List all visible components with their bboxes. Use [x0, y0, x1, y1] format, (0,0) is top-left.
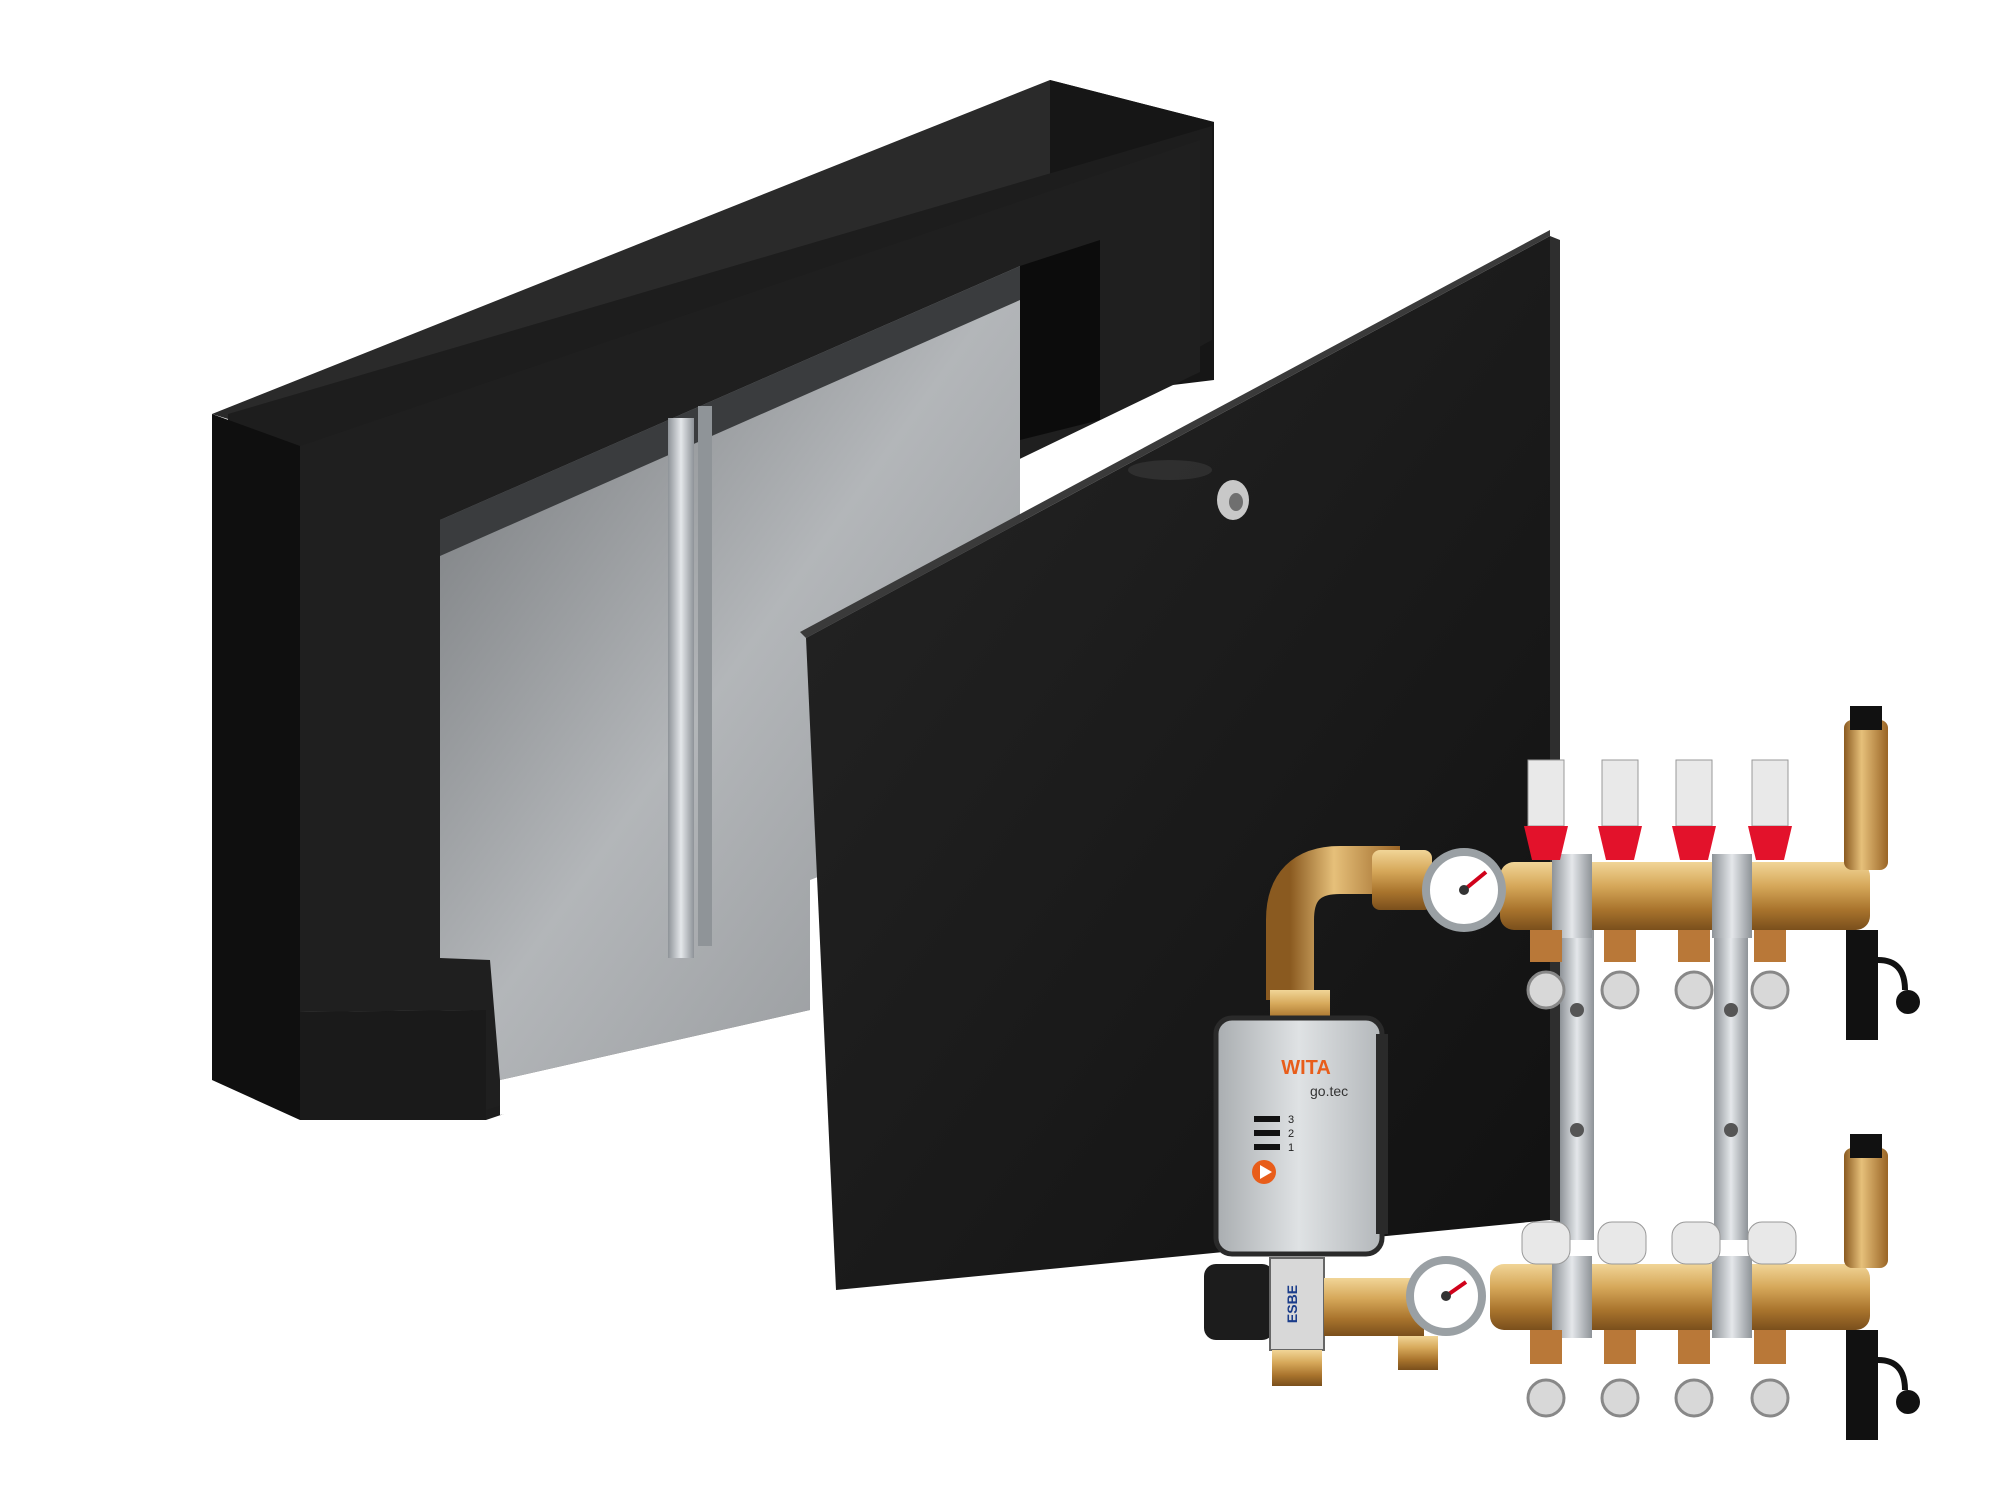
bracket-hole: [1724, 1123, 1738, 1137]
manifold-bracket-right: [1714, 900, 1748, 1240]
flowmeter: [1598, 759, 1642, 860]
mixing-valve-fitting: [1272, 1350, 1322, 1386]
pump-model-label: go.tec: [1310, 1083, 1348, 1099]
thermometer-hub: [1441, 1291, 1451, 1301]
top-manifold-bar: [1500, 862, 1870, 930]
bracket-hole: [1570, 1003, 1584, 1017]
top-outlets: [1526, 930, 1790, 1010]
flowmeters: [1524, 759, 1792, 860]
door-edge-right: [1550, 236, 1560, 1222]
door-lock-core: [1229, 493, 1243, 511]
drain-valve-bottom: [1846, 1330, 1878, 1440]
air-vent-cap-bottom: [1850, 1134, 1882, 1158]
pump-speed-2: 2: [1288, 1128, 1294, 1140]
flowmeter: [1672, 759, 1716, 860]
drain-cap-top: [1896, 990, 1920, 1014]
cabinet-left-side: [212, 414, 486, 1120]
clamp: [1552, 1256, 1592, 1338]
cabinet-mounting-rail-2: [698, 406, 712, 946]
air-vent-top: [1844, 720, 1888, 870]
air-vent-cap-top: [1850, 706, 1882, 730]
flowmeter: [1524, 759, 1568, 860]
pump-body: [1213, 1015, 1385, 1257]
drain-valve-top: [1846, 930, 1878, 1040]
pump-speed-indicators: 3 2 1: [1254, 1114, 1294, 1154]
pump-speed-1: 1: [1288, 1142, 1294, 1154]
drain-cap-cord-bottom: [1877, 1357, 1908, 1391]
air-vent-bottom: [1844, 1148, 1888, 1268]
bracket-hole: [1570, 1123, 1584, 1137]
clamp: [1712, 1256, 1752, 1338]
mixing-valve: ESBE: [1204, 1257, 1325, 1386]
mixing-valve-body: [1269, 1257, 1325, 1351]
pump-speed-3: 3: [1288, 1114, 1294, 1126]
bottom-outlets: [1526, 1330, 1790, 1418]
manifold-bracket-left: [1560, 900, 1594, 1240]
cabinet-bottom-rim: [300, 1010, 486, 1120]
clamp: [1552, 854, 1592, 938]
pump-play-triangle: [1260, 1165, 1272, 1179]
mixing-valve-brand: ESBE: [1284, 1285, 1300, 1323]
manifold-assembly: WITA go.tec 3 2 1 ESBE: [1204, 706, 1920, 1440]
circulation-pump: WITA go.tec 3 2 1: [1213, 990, 1388, 1257]
valve-caps: [1521, 1221, 1797, 1265]
bottom-manifold-bar: [1490, 1264, 1870, 1330]
cabinet-inner-recess: [1020, 240, 1100, 440]
cabinet: [212, 80, 1214, 1120]
pump-brand-label: WITA: [1281, 1057, 1331, 1079]
supply-elbow-pipe: [1266, 846, 1400, 1000]
flowmeter: [1748, 759, 1792, 860]
cabinet-mounting-rail: [668, 418, 694, 958]
supply-union: [1372, 850, 1432, 910]
mixing-valve-actuator: [1204, 1264, 1274, 1340]
door-edge-top: [800, 230, 1550, 638]
door-lock-glint: [1128, 460, 1212, 480]
cabinet-bottom-opening: [500, 1010, 810, 1115]
bracket-hole: [1724, 1003, 1738, 1017]
thermometer-hub: [1459, 885, 1469, 895]
return-tee: [1398, 1336, 1438, 1370]
pump-side: [1376, 1034, 1388, 1234]
drain-cap-bottom: [1896, 1390, 1920, 1414]
cabinet-inner-lip: [440, 266, 1020, 556]
clamp: [1712, 854, 1752, 938]
drain-cap-cord-top: [1877, 957, 1908, 991]
